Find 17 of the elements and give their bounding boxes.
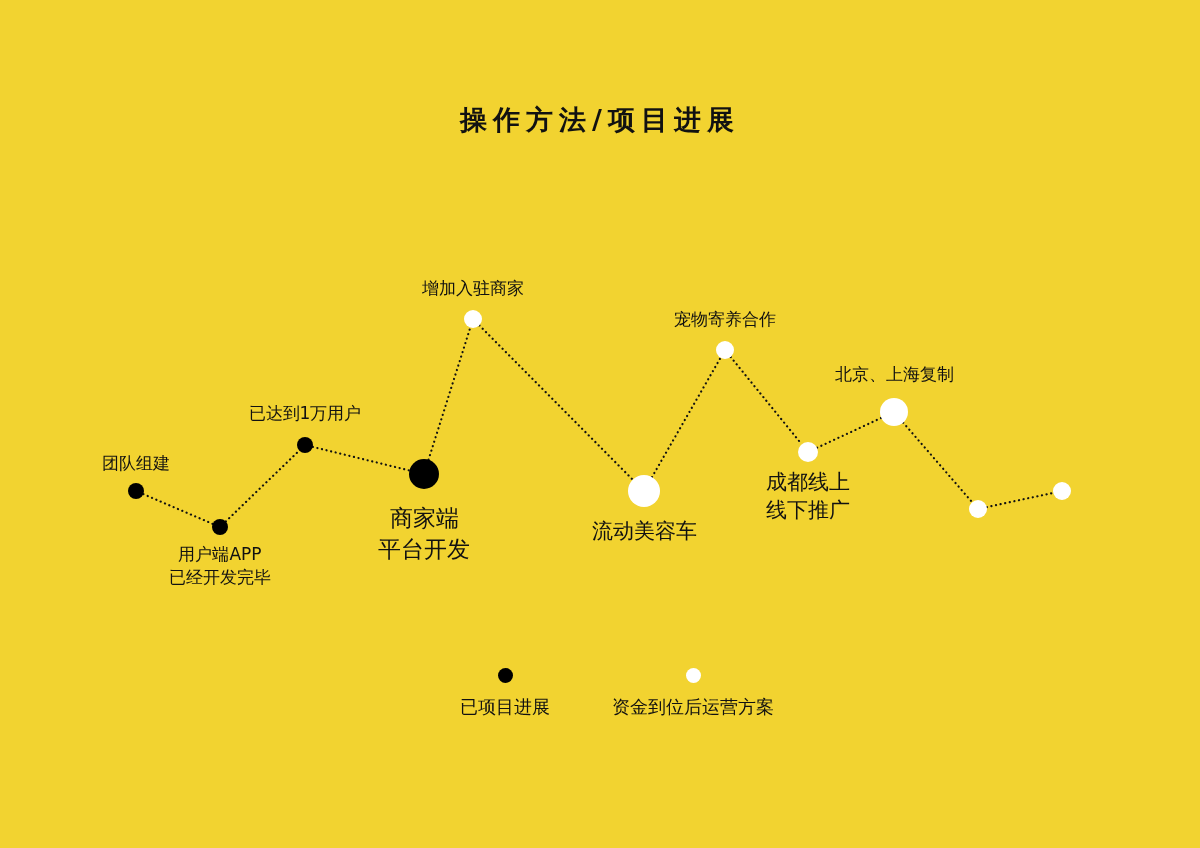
- diagram-title: 操作方法/项目进展: [460, 103, 740, 137]
- milestone-label: 成都线上线下推广: [766, 469, 850, 525]
- milestone-label: 商家端平台开发: [378, 504, 470, 565]
- dotted-connector: [427, 326, 472, 461]
- milestone-label: 宠物寄养合作: [674, 308, 776, 331]
- milestone-label: 用户端APP已经开发完毕: [169, 543, 271, 589]
- dotted-connector: [902, 421, 974, 504]
- legend-label: 资金到位后运营方案: [612, 695, 774, 719]
- milestone-label: 流动美容车: [591, 518, 697, 545]
- dotted-connector: [650, 356, 722, 479]
- milestone-label: 团队组建: [102, 452, 170, 475]
- milestone-label: 北京、上海复制: [834, 363, 954, 386]
- milestone-label: 增加入驻商家: [422, 277, 524, 300]
- dotted-connector: [311, 445, 411, 472]
- legend-label: 已项目进展: [460, 695, 550, 719]
- dotted-connector: [478, 324, 634, 481]
- milestone-label: 已达到1万用户: [248, 402, 362, 425]
